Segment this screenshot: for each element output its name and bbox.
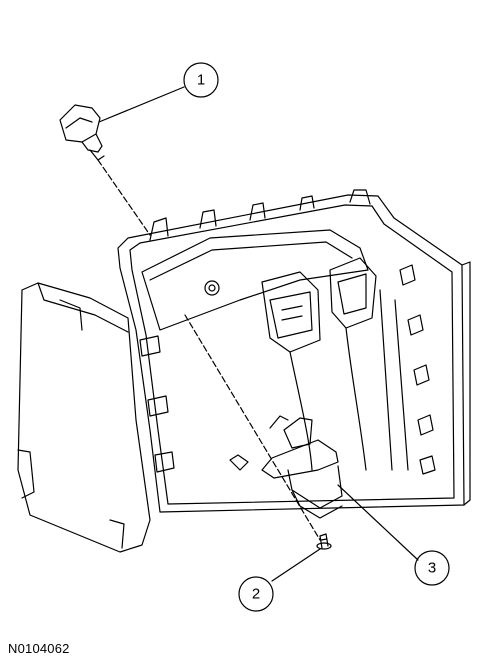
leader-line-1 xyxy=(98,86,185,123)
bezel-panel xyxy=(117,189,471,513)
leader-line-3 xyxy=(337,484,419,561)
callout-circle-3 xyxy=(414,550,450,586)
wiring-connector-left xyxy=(261,271,321,471)
callout-circle-2 xyxy=(238,576,274,612)
leader-line-2 xyxy=(271,548,321,582)
callout-circle-1 xyxy=(183,62,219,98)
wiring-connector-right xyxy=(329,257,377,471)
screw xyxy=(316,533,332,550)
callout-label-1: 1 xyxy=(197,72,205,89)
switch-module xyxy=(261,415,343,519)
alignment-line-fastener xyxy=(97,159,151,236)
callout-label-3: 3 xyxy=(428,560,436,577)
figure-id: N0104062 xyxy=(8,641,70,656)
switch-housing xyxy=(141,229,369,331)
push-pin-fastener xyxy=(59,104,105,161)
alignment-line-screw xyxy=(184,314,321,541)
callout-label-2: 2 xyxy=(252,586,260,603)
console-side-wall xyxy=(17,282,151,553)
